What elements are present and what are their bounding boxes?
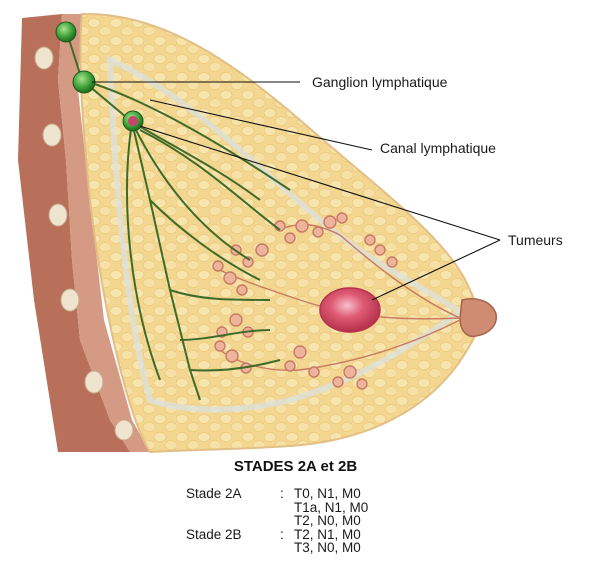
tumor: [320, 288, 380, 332]
stage-row: Stade 2A : T0, N1, M0: [186, 487, 368, 501]
stage-name: [186, 514, 280, 528]
label-ganglion-lymphatique: Ganglion lymphatique: [312, 74, 447, 90]
label-canal-lymphatique: Canal lymphatique: [380, 140, 496, 156]
stage-code: T3, N0, M0: [294, 541, 361, 555]
stage-name: [186, 541, 280, 555]
stage-name: [186, 501, 280, 515]
stage-row: Stade 2B : T2, N1, M0: [186, 528, 368, 542]
stage-sep: :: [280, 528, 294, 542]
stage-code: T0, N1, M0: [294, 487, 361, 501]
stage-name: Stade 2A: [186, 487, 280, 501]
lymph-node-2: [73, 71, 95, 93]
stages-table: Stade 2A : T0, N1, M0 T1a, N1, M0 T2, N0…: [186, 487, 368, 555]
lymph-node-3-tumor: [128, 116, 138, 126]
stage-sep: [280, 501, 294, 515]
stages-title: STADES 2A et 2B: [0, 458, 591, 475]
label-tumeurs: Tumeurs: [508, 232, 563, 248]
stage-sep: :: [280, 487, 294, 501]
stage-sep: [280, 514, 294, 528]
stage-name: Stade 2B: [186, 528, 280, 542]
stage-code: T2, N0, M0: [294, 514, 361, 528]
nipple: [460, 299, 496, 337]
stage-row: T1a, N1, M0: [186, 501, 368, 515]
stage-sep: [280, 541, 294, 555]
stage-row: T2, N0, M0: [186, 514, 368, 528]
stage-code: T2, N1, M0: [294, 528, 361, 542]
stage-code: T1a, N1, M0: [294, 501, 368, 515]
lymph-node-1: [56, 22, 76, 42]
stage-row: T3, N0, M0: [186, 541, 368, 555]
